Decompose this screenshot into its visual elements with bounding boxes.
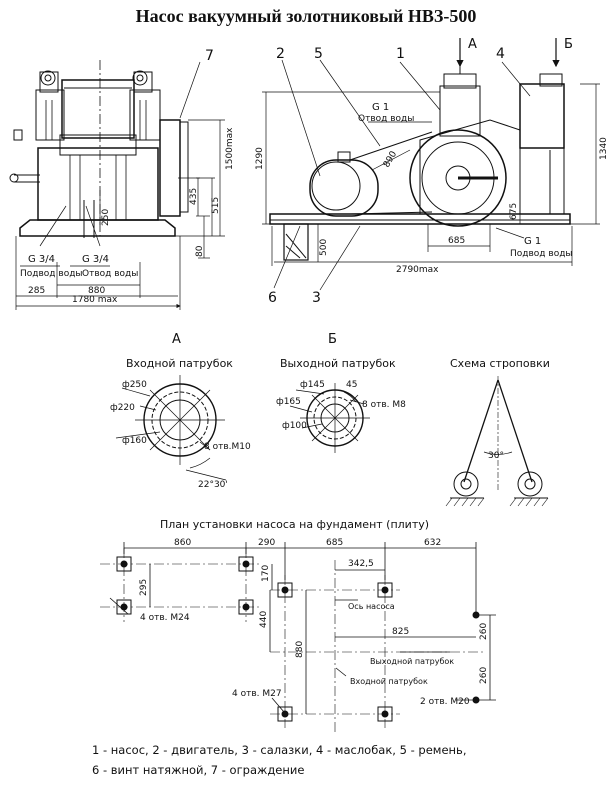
detail-b-d100: ф100	[282, 421, 307, 431]
callout-4: 4	[496, 46, 505, 62]
dim-500: 500	[319, 239, 329, 256]
drawing-title: Насос вакуумный золотниковый НВЗ-500	[135, 6, 477, 26]
detail-a-caption: Входной патрубок	[126, 357, 233, 370]
label-outlet: Выходной патрубок	[370, 657, 454, 666]
dim-295: 295	[139, 579, 149, 596]
pipe-bottom-size: G 1	[524, 236, 541, 247]
detail-b-d145: ф145	[300, 380, 325, 390]
detail-a-d220: ф220	[110, 403, 135, 413]
label-m27: 4 отв. М27	[232, 689, 282, 699]
pipe-right-size: G 3/4	[82, 254, 109, 265]
detail-a-letter: А	[172, 332, 181, 347]
callout-6: 6	[268, 290, 277, 306]
view-b-arrow-label: Б	[564, 37, 573, 52]
dim-290: 290	[258, 538, 275, 548]
dim-632: 632	[424, 538, 441, 548]
dim-435: 435	[189, 188, 199, 205]
dim-260-lower: 260	[479, 667, 489, 684]
callout-3: 3	[312, 290, 321, 306]
callout-2: 2	[276, 46, 285, 62]
label-inlet: Входной патрубок	[350, 677, 428, 686]
sling-caption: Схема строповки	[450, 357, 550, 370]
callout-7: 7	[205, 48, 214, 64]
sling-angle: 30°	[488, 451, 504, 461]
detail-a-labels: А Входной патрубок ф250 ф220 ф160 8 отв.…	[110, 332, 251, 490]
dim-1290: 1290	[255, 147, 265, 170]
detail-a	[115, 375, 227, 481]
side-view-labels: 2 5 1 4 6 3 А Б G 1 Отвод воды G 1 Подво…	[255, 37, 609, 306]
dim-2790: 2790max	[396, 265, 439, 275]
dim-880-plan: 880	[295, 641, 305, 658]
dim-890: 890	[382, 149, 399, 169]
detail-a-d160: ф160	[122, 436, 147, 446]
dim-1780: 1780 max	[72, 295, 118, 305]
detail-b	[289, 383, 370, 453]
detail-a-holes: 8 отв.М10	[204, 442, 251, 452]
pipe-left-size: G 3/4	[28, 254, 55, 265]
detail-a-angle: 22°30'	[198, 480, 228, 490]
dim-250: 250	[101, 209, 111, 226]
callout-1: 1	[396, 46, 405, 62]
detail-a-d250: ф250	[122, 380, 147, 390]
dim-685-plan: 685	[326, 538, 343, 548]
side-view	[262, 38, 600, 291]
detail-b-angle: 45	[346, 380, 357, 390]
pipe-right-label: Отвод воды	[82, 269, 138, 279]
dim-675: 675	[509, 203, 519, 220]
view-a-arrow-label: А	[468, 37, 477, 52]
dim-860: 860	[174, 538, 191, 548]
label-pump-axis: Ось насоса	[348, 602, 395, 611]
dim-515: 515	[211, 197, 221, 214]
pipe-top-label: Отвод воды	[358, 114, 414, 124]
dim-685-side: 685	[448, 236, 465, 246]
detail-b-d165: ф165	[276, 397, 301, 407]
detail-b-caption: Выходной патрубок	[280, 357, 396, 370]
legend-line-2: 6 - винт натяжной, 7 - ограждение	[92, 763, 305, 777]
detail-b-holes: 8 отв. М8	[362, 400, 406, 410]
front-view-labels: 7 G 3/4 Подвод воды G 3/4 Отвод воды 285…	[20, 48, 235, 305]
dim-1340: 1340	[599, 137, 609, 160]
pipe-left-label: Подвод воды	[20, 269, 83, 279]
callout-5: 5	[314, 46, 323, 62]
dim-1500: 1500max	[225, 127, 235, 170]
legend-line-1: 1 - насос, 2 - двигатель, 3 - салазки, 4…	[92, 743, 467, 757]
detail-b-letter: Б	[328, 332, 337, 347]
dim-285: 285	[28, 286, 45, 296]
dim-260-upper: 260	[479, 623, 489, 640]
dim-80: 80	[195, 245, 205, 257]
sling-labels: Схема строповки 30°	[450, 357, 550, 461]
dim-170: 170	[261, 565, 271, 582]
front-view	[9, 60, 225, 310]
foundation-plan	[100, 542, 496, 734]
pipe-top-size: G 1	[372, 102, 389, 113]
dim-880-front: 880	[88, 286, 105, 296]
label-m24: 4 отв. М24	[140, 613, 190, 623]
dim-440: 440	[259, 611, 269, 628]
sling-scheme	[445, 376, 549, 507]
label-m20: 2 отв. М20	[420, 697, 470, 707]
dim-825: 825	[392, 627, 409, 637]
dim-342: 342,5	[348, 559, 374, 569]
foundation-caption: План установки насоса на фундамент (плит…	[160, 518, 429, 531]
pipe-bottom-label: Подвод воды	[510, 249, 573, 259]
detail-b-labels: Б Выходной патрубок ф145 45 ф165 8 отв. …	[276, 332, 406, 431]
foundation-labels: План установки насоса на фундамент (плит…	[139, 518, 489, 707]
